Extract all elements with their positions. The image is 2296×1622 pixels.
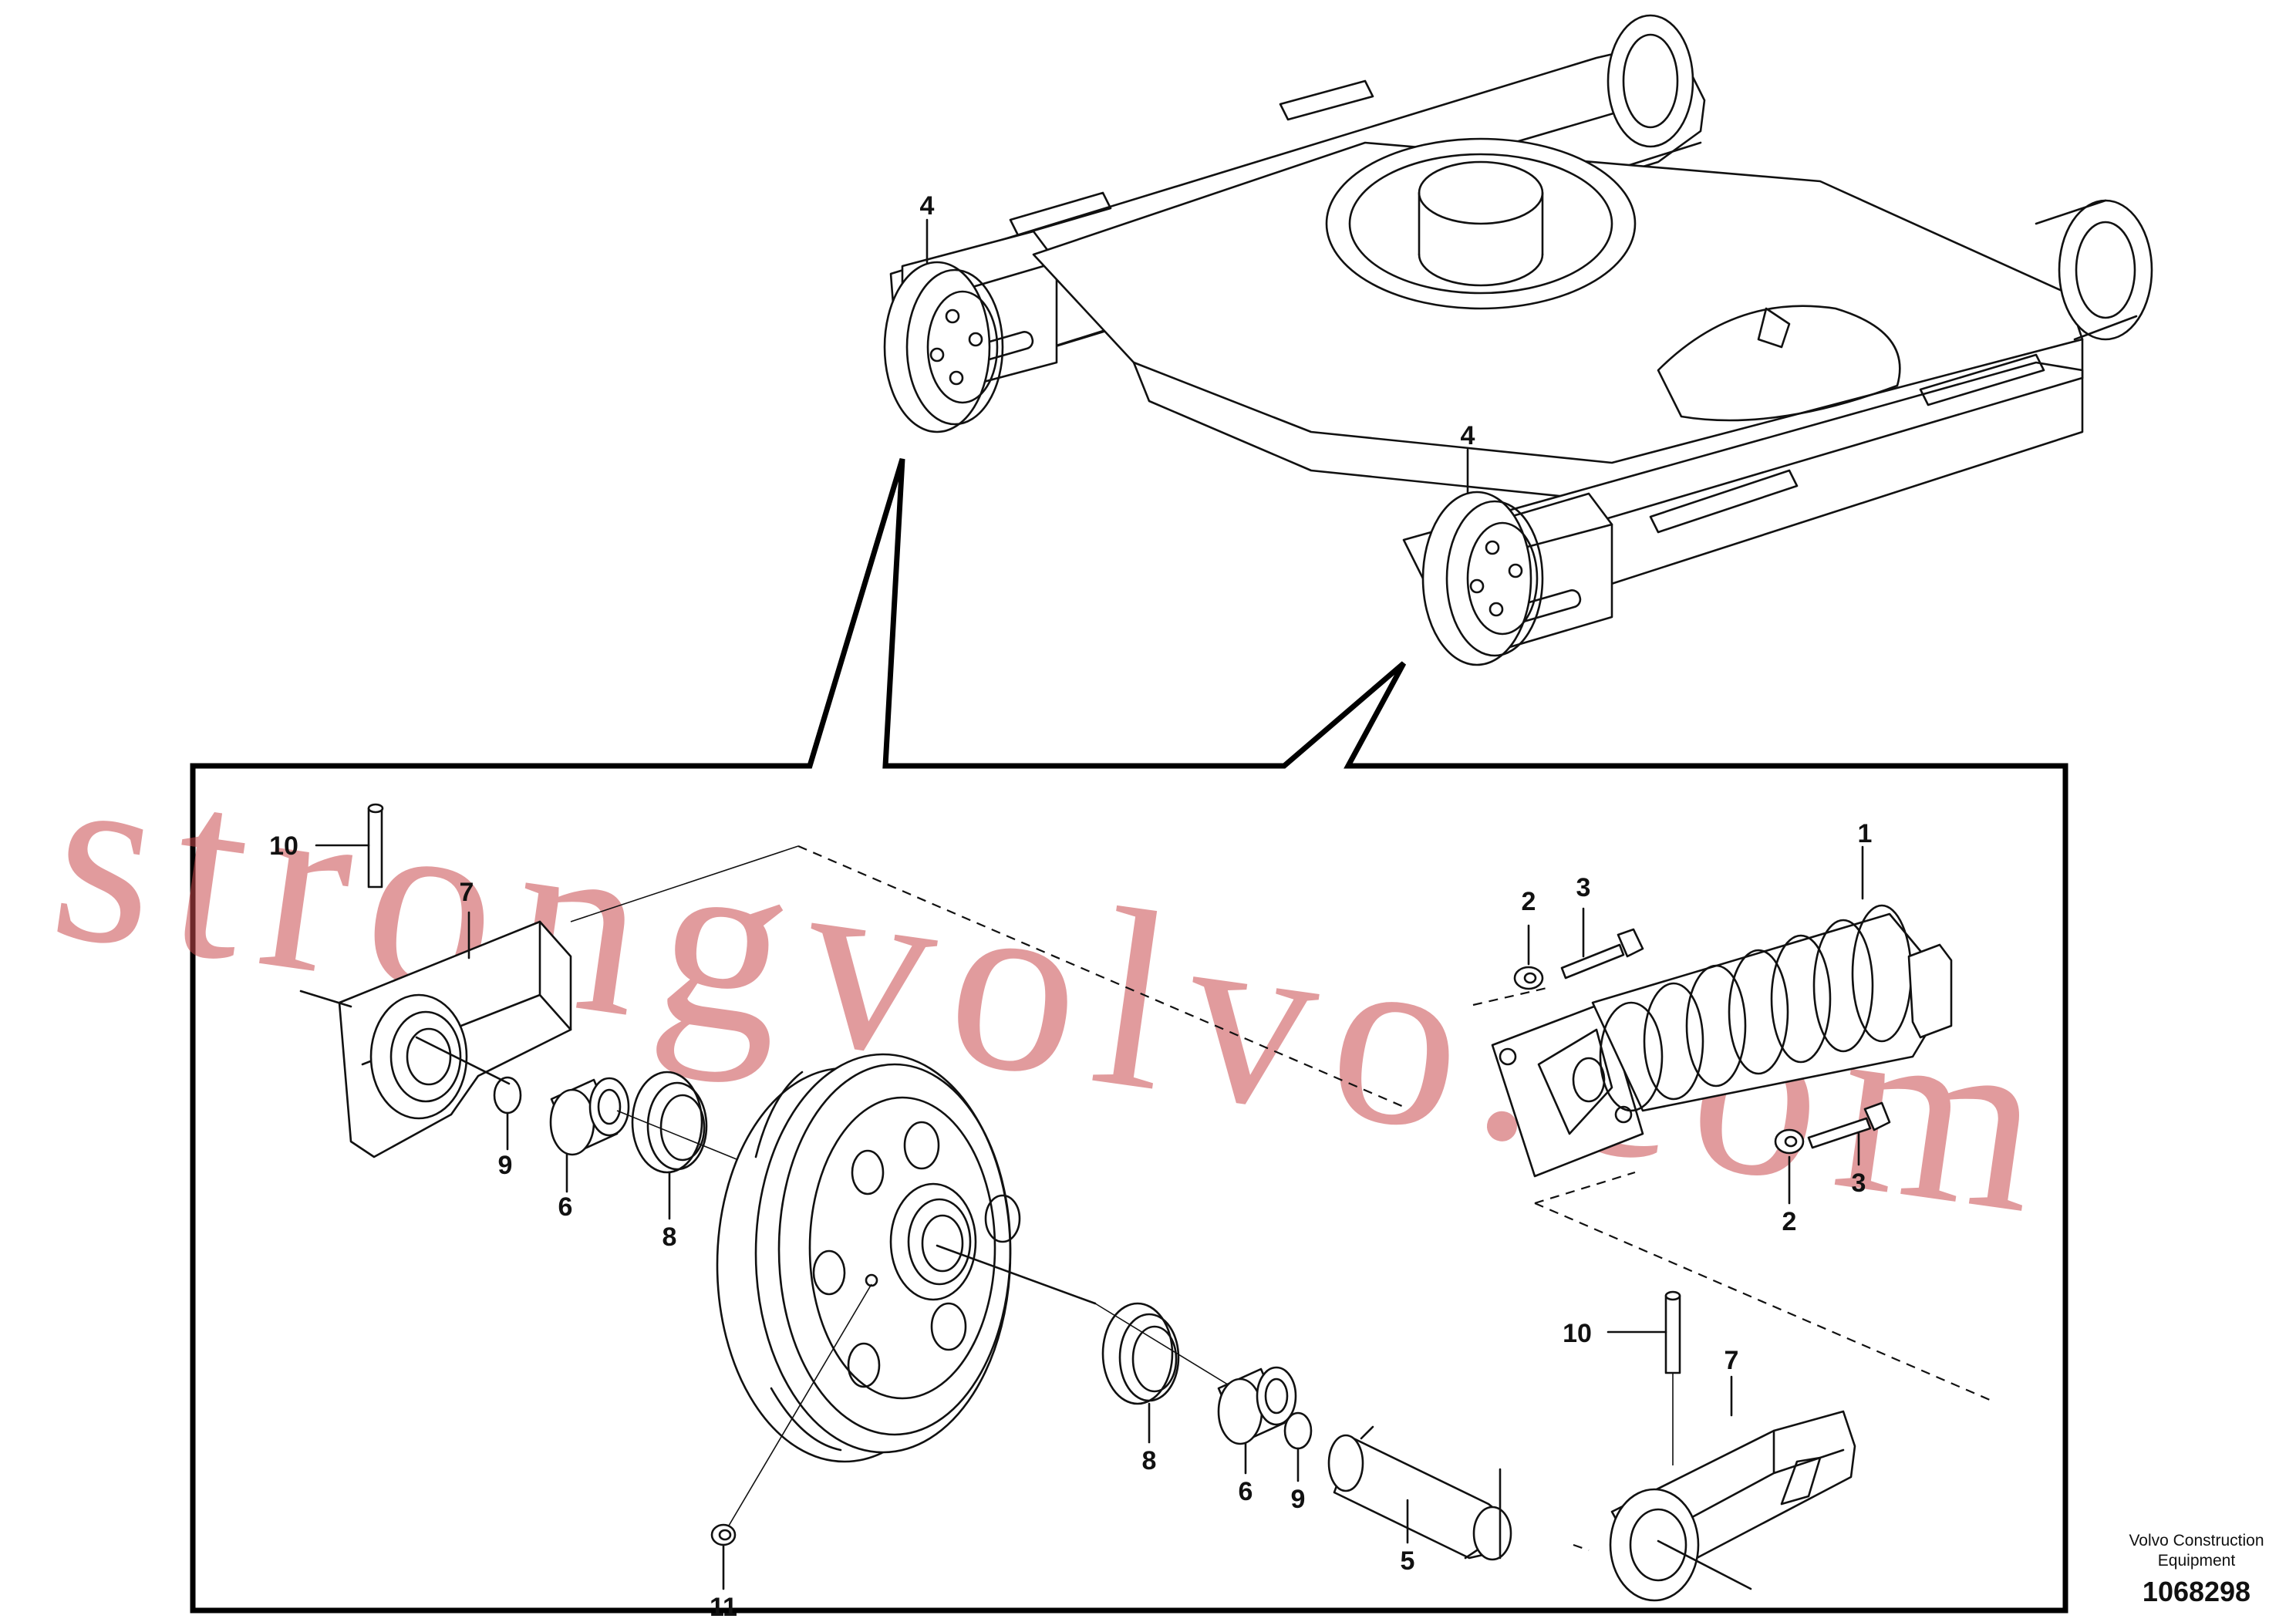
part-7-bracket-right bbox=[1609, 1410, 1856, 1602]
part-6-bushing-left bbox=[549, 1077, 630, 1156]
part-8-seal-right bbox=[1101, 1302, 1180, 1405]
callout-1: 1 bbox=[1858, 819, 1873, 848]
part-2-washer-lower bbox=[1774, 1128, 1805, 1155]
callout-10-right: 10 bbox=[1563, 1319, 1592, 1348]
publisher-name-line1: Volvo Construction bbox=[2129, 1532, 2264, 1549]
callout-8-left: 8 bbox=[663, 1222, 677, 1252]
part-3-bolt-upper bbox=[1560, 928, 1644, 980]
part-7-bracket-left bbox=[299, 920, 572, 1158]
callout-3-upper: 3 bbox=[1576, 873, 1591, 902]
part-8-seal-left bbox=[631, 1071, 708, 1174]
part-11-plug bbox=[710, 1523, 737, 1546]
callout-10-left: 10 bbox=[269, 831, 298, 861]
frame-idler-upper bbox=[883, 261, 1004, 433]
callout-11: 11 bbox=[710, 1593, 737, 1622]
part-6-bushing-right bbox=[1217, 1366, 1297, 1445]
callout-8-right: 8 bbox=[1142, 1446, 1157, 1475]
part-10-pin-left bbox=[367, 803, 384, 889]
part-2-washer-upper bbox=[1513, 966, 1544, 990]
callout-6-right: 6 bbox=[1239, 1477, 1253, 1506]
frame-idler-lower bbox=[1421, 491, 1544, 666]
callout-4-upper: 4 bbox=[920, 191, 935, 221]
callout-5: 5 bbox=[1401, 1546, 1415, 1576]
part-1-recoil-spring bbox=[1491, 904, 1953, 1178]
part-9-oring-right bbox=[1283, 1411, 1313, 1450]
part-3-bolt-lower bbox=[1807, 1101, 1891, 1149]
publisher-name-line2: Equipment bbox=[2157, 1552, 2236, 1570]
callout-9-left: 9 bbox=[498, 1151, 513, 1180]
detail-frame bbox=[190, 457, 2068, 1614]
callout-7-right: 7 bbox=[1725, 1346, 1739, 1375]
callout-2-lower: 2 bbox=[1782, 1207, 1797, 1236]
callout-9-right: 9 bbox=[1291, 1485, 1306, 1514]
callout-3-lower: 3 bbox=[1852, 1168, 1866, 1198]
publisher-credit: Volvo Construction Equipment 1068298 bbox=[2116, 1531, 2277, 1608]
callout-4-lower: 4 bbox=[1461, 421, 1475, 450]
callout-2-upper: 2 bbox=[1522, 887, 1536, 916]
idler-wheel bbox=[716, 1053, 1097, 1463]
callout-7-left: 7 bbox=[460, 878, 474, 907]
document-number: 1068298 bbox=[2142, 1576, 2251, 1607]
callout-6-left: 6 bbox=[558, 1192, 573, 1222]
part-5-shaft bbox=[1327, 1425, 1512, 1561]
part-10-pin-right bbox=[1664, 1290, 1681, 1465]
